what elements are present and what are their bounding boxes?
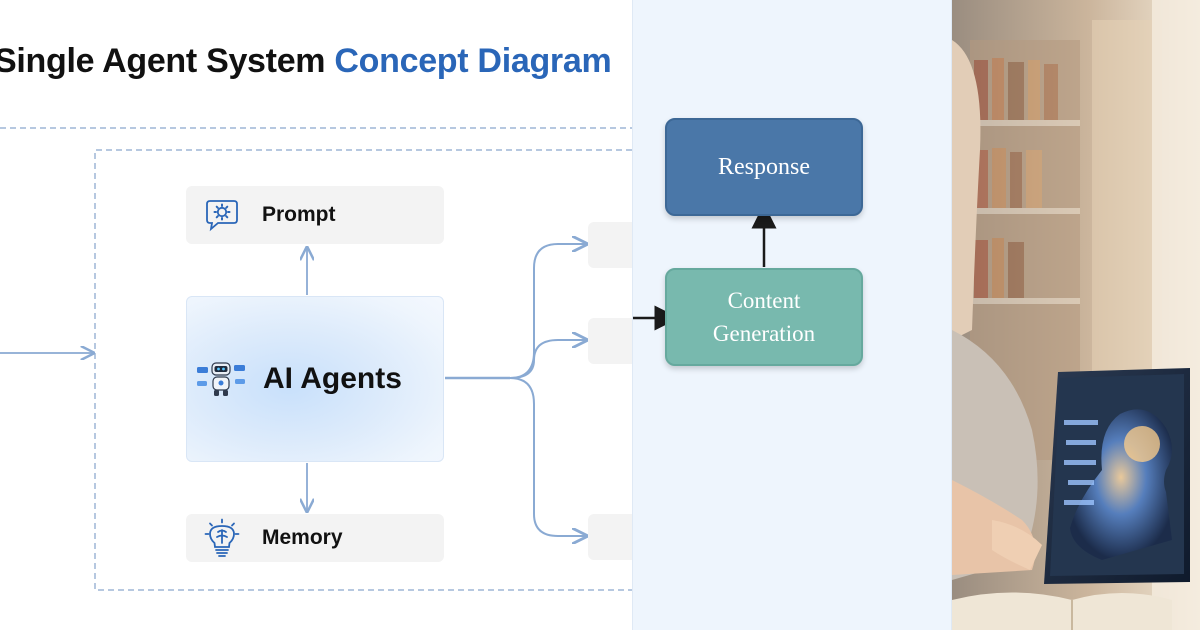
title-accent: Concept Diagram — [334, 42, 612, 80]
content-line1: Content — [727, 288, 801, 313]
memory-label: Memory — [262, 526, 343, 549]
memory-node: Memory — [186, 514, 444, 562]
title-main: Single Agent System — [0, 42, 326, 80]
response-node: Response — [665, 118, 863, 216]
output-node-bottom — [588, 514, 632, 560]
output-branch-top — [509, 244, 586, 379]
concept-diagram-panel: Single Agent System Concept Diagram — [0, 42, 632, 591]
content-line2: Generation — [712, 321, 816, 346]
output-branch-middle — [509, 340, 586, 379]
diagram-connectors — [0, 127, 632, 591]
response-label: Response — [718, 153, 810, 180]
ai-agents-node: AI Agents — [186, 296, 444, 462]
output-node-middle — [588, 318, 632, 364]
diagram-title: Single Agent System Concept Diagram — [0, 42, 612, 81]
chat-gear-icon — [206, 200, 238, 232]
prompt-label: Prompt — [262, 203, 336, 226]
ai-agents-label: AI Agents — [263, 362, 402, 395]
inner-frame-border — [94, 149, 632, 591]
prompt-node: Prompt — [186, 186, 444, 244]
output-branch-bottom — [509, 377, 586, 536]
photo-illustration — [952, 0, 1200, 630]
lightbulb-brain-icon — [204, 518, 240, 557]
output-node-top — [588, 222, 632, 268]
robot-icon — [197, 362, 245, 396]
ai-laptop-photo — [952, 0, 1200, 630]
